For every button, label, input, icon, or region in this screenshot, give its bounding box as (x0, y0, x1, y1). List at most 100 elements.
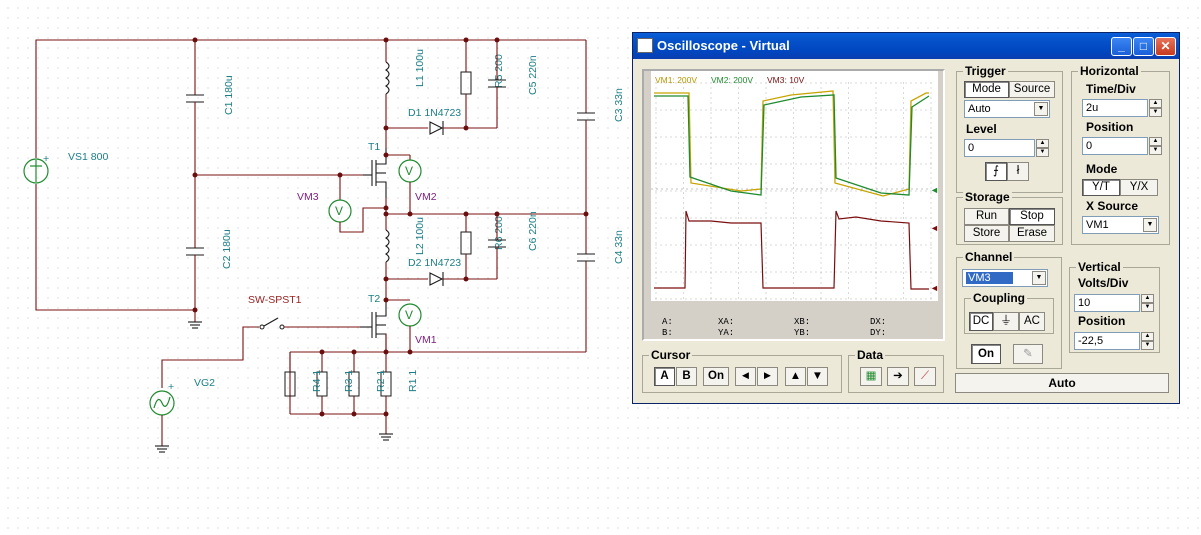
grid-dot (710, 227, 712, 229)
chevron-down-icon[interactable]: ▼ (1143, 218, 1157, 232)
chevron-down-icon[interactable]: ▼ (1034, 102, 1048, 116)
c1-capacitor[interactable] (186, 94, 204, 103)
trigger-source-tab[interactable]: Source (1009, 81, 1055, 98)
r2-resistor[interactable] (348, 352, 360, 414)
grid-dot (738, 172, 739, 174)
cursor-on-button[interactable]: On (703, 367, 729, 386)
title-bar[interactable]: Oscilloscope - Virtual _ □ ✕ (633, 33, 1179, 59)
t2-transistor[interactable] (360, 300, 387, 352)
trigger-level-spinner[interactable]: ▲▼ (1036, 139, 1049, 157)
waveform-display[interactable]: VM1: 200V VM2: 200V VM3: 10V ◄ ◄ ◄ (651, 71, 938, 301)
ac-coupling-button[interactable]: AC (1019, 312, 1045, 331)
minimize-button[interactable]: _ (1111, 37, 1132, 56)
channel-select[interactable]: VM3 ▼ (962, 269, 1048, 287)
trigger-mode-select[interactable]: Auto ▼ (964, 100, 1050, 118)
grid-dot (710, 162, 712, 164)
grid-dot (770, 298, 772, 300)
rising-edge-icon[interactable]: ⨍ (985, 162, 1007, 181)
voltsdiv-input[interactable]: 10 (1074, 294, 1140, 312)
c4-capacitor[interactable] (577, 253, 595, 262)
vm2-meter[interactable]: V (398, 159, 422, 183)
grid-dot (903, 262, 904, 264)
cursor-left-icon[interactable]: ◄ (735, 367, 756, 386)
grid-dot (860, 82, 862, 84)
vm3-meter[interactable]: V (328, 199, 352, 223)
grid-dot (765, 92, 767, 94)
r6-resistor[interactable] (460, 231, 472, 255)
r1-resistor[interactable] (380, 352, 392, 434)
c2-capacitor[interactable] (186, 247, 204, 256)
yx-mode-button[interactable]: Y/X (1120, 179, 1158, 196)
cursor-b-button[interactable]: B (676, 367, 697, 386)
store-button[interactable]: Store (964, 225, 1009, 242)
r4-resistor[interactable] (284, 352, 296, 397)
grid-dot (875, 277, 877, 279)
grid-dot (855, 82, 857, 84)
t1-transistor[interactable] (363, 148, 387, 198)
cursor-a-button[interactable]: A (654, 367, 675, 386)
l1-inductor[interactable] (385, 61, 390, 95)
vs1-source[interactable]: + (23, 153, 49, 184)
grid-dot (683, 292, 684, 294)
vertical-position-spinner[interactable]: ▲▼ (1141, 332, 1154, 350)
grid-dot (930, 157, 932, 159)
trigger-mode-tab[interactable]: Mode (964, 81, 1009, 98)
grid-dot (785, 244, 787, 246)
voltsdiv-spinner[interactable]: ▲▼ (1141, 294, 1154, 312)
stop-button[interactable]: Stop (1009, 208, 1055, 225)
grid-dot (655, 212, 657, 214)
close-button[interactable]: ✕ (1155, 37, 1176, 56)
grid-dot (903, 267, 904, 269)
horizontal-position-spinner[interactable]: ▲▼ (1149, 137, 1162, 155)
maximize-button[interactable]: □ (1133, 37, 1154, 56)
vm1-meter[interactable]: V (398, 303, 422, 327)
xsource-select[interactable]: VM1 ▼ (1082, 216, 1159, 234)
grid-dot (765, 292, 767, 294)
chevron-down-icon[interactable]: ▼ (1032, 271, 1046, 285)
grid-dot (680, 82, 682, 84)
grid-dot (848, 107, 849, 109)
auto-button[interactable]: Auto (955, 373, 1169, 393)
grid-dot (930, 271, 932, 273)
dc-coupling-button[interactable]: DC (969, 312, 993, 331)
grid-dot (655, 142, 657, 144)
grid-dot (820, 142, 822, 144)
falling-edge-icon[interactable]: ł (1007, 162, 1029, 181)
grid-dot (820, 217, 822, 219)
run-button[interactable]: Run (964, 208, 1009, 225)
cursor-up-icon[interactable]: ▲ (785, 367, 806, 386)
ground-coupling-icon[interactable]: ⏚ (993, 312, 1019, 331)
r5-resistor[interactable] (460, 71, 472, 95)
chart-icon[interactable]: ⟋ (914, 367, 936, 386)
cursor-right-icon[interactable]: ► (757, 367, 778, 386)
junction-dots (192, 37, 589, 417)
vertical-position-input[interactable]: -22,5 (1074, 332, 1140, 350)
color-picker-icon[interactable]: ✎ (1013, 344, 1043, 364)
grid-dot (710, 137, 712, 139)
d1-diode[interactable] (429, 121, 444, 135)
grid-dot (710, 212, 712, 214)
grid-dot (680, 298, 682, 300)
erase-button[interactable]: Erase (1009, 225, 1055, 242)
c3-capacitor[interactable] (577, 112, 595, 121)
grid-dot (675, 82, 677, 84)
d2-diode[interactable] (429, 272, 444, 286)
l2-inductor[interactable] (385, 229, 390, 263)
grid-dot (903, 132, 904, 134)
cursor-down-icon[interactable]: ▼ (807, 367, 828, 386)
channel-on-button[interactable]: On (971, 344, 1001, 364)
grid-dot (765, 232, 767, 234)
sw-spst-switch[interactable] (259, 317, 285, 330)
export-data-icon[interactable]: ➔ (887, 367, 909, 386)
grid-dot (740, 217, 742, 219)
horizontal-position-input[interactable]: 0 (1082, 137, 1148, 155)
load-data-icon[interactable]: ▦ (860, 367, 882, 386)
trigger-level-input[interactable]: 0 (964, 139, 1035, 157)
r3-resistor[interactable] (316, 352, 328, 414)
yt-mode-button[interactable]: Y/T (1082, 179, 1120, 196)
timediv-input[interactable]: 2u (1082, 99, 1148, 117)
timediv-spinner[interactable]: ▲▼ (1149, 99, 1162, 117)
grid-dot (903, 272, 904, 274)
grid-dot (738, 242, 739, 244)
grid-dot (875, 109, 877, 111)
